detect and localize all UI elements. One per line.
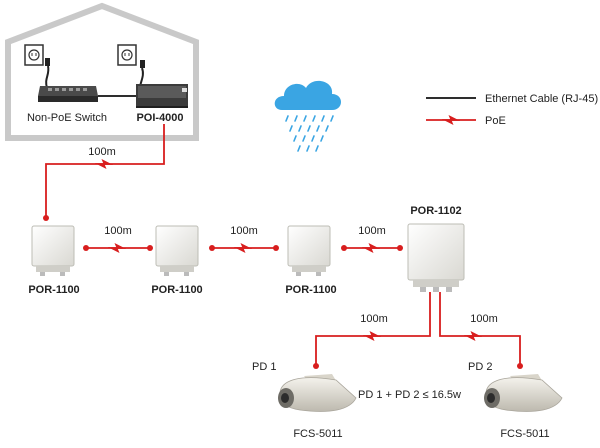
poe-connector-dot <box>83 245 89 251</box>
lightning-icon <box>107 243 127 253</box>
por-label: POR-1100 <box>151 284 202 296</box>
poe-connector-dot <box>517 363 523 369</box>
lightning-icon <box>361 243 381 253</box>
poe-connector-dot <box>341 245 347 251</box>
plug-icon <box>45 58 50 89</box>
rain-icon <box>285 115 334 152</box>
camera-label: FCS-5011 <box>293 428 342 440</box>
poe-connector-dot <box>313 363 319 369</box>
lightning-icon <box>463 331 483 341</box>
por-main-label: POR-1102 <box>410 205 461 217</box>
por-repeater-device <box>155 225 199 276</box>
poe-connector-dot <box>209 245 215 251</box>
lightning-icon <box>441 115 461 125</box>
poe-connector-dot <box>147 245 153 251</box>
lightning-icon <box>362 331 382 341</box>
poe-connector-dot <box>397 245 403 251</box>
lightning-icon <box>233 243 253 253</box>
link-length-label: 100m <box>88 146 116 158</box>
por-label: POR-1100 <box>28 284 79 296</box>
link-length-label: 100m <box>104 225 132 237</box>
link-length-label: 100m <box>230 225 258 237</box>
power-budget-note: PD 1 + PD 2 ≤ 16.5w <box>358 389 461 401</box>
link-length-label: 100m <box>470 313 498 325</box>
legend: Ethernet Cable (RJ-45) PoE <box>426 93 598 127</box>
poe-connector-dot <box>273 245 279 251</box>
power-outlet-icon <box>24 44 44 66</box>
camera-icon <box>278 374 357 412</box>
link-length-label: 100m <box>358 225 386 237</box>
non-poe-switch-device <box>38 86 98 102</box>
link-length-label: 100m <box>360 313 388 325</box>
pd1-label: PD 1 <box>252 361 276 373</box>
non-poe-switch-label: Non-PoE Switch <box>27 112 107 124</box>
pd2-label: PD 2 <box>468 361 492 373</box>
plug-icon <box>139 60 145 89</box>
poe-cable-por1102-pd1 <box>315 292 431 366</box>
por-repeater-device <box>287 225 331 276</box>
lightning-icon <box>94 159 114 169</box>
legend-poe-label: PoE <box>485 115 506 127</box>
camera-label: FCS-5011 <box>500 428 549 440</box>
poi-label: POI-4000 <box>136 112 183 124</box>
por-main-device <box>407 223 465 292</box>
legend-ethernet-label: Ethernet Cable (RJ-45) <box>485 93 598 105</box>
poe-connector-dot <box>43 215 49 221</box>
poe-cable-por1102-pd2 <box>439 292 521 366</box>
cloud-icon <box>274 80 341 110</box>
camera-icon <box>484 374 563 412</box>
power-outlet-icon <box>117 44 137 66</box>
por-repeater-device <box>31 225 75 276</box>
poi-injector-device <box>136 84 188 108</box>
por-label: POR-1100 <box>285 284 336 296</box>
